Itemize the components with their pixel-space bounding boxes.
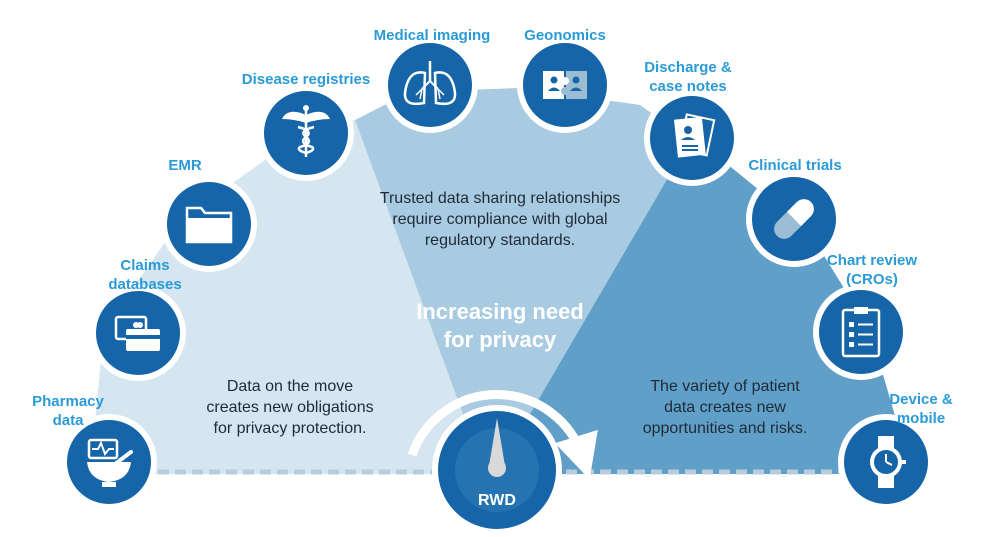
source-label-8: Chart review (CROs) bbox=[812, 251, 932, 289]
hub-label: RWD bbox=[478, 492, 516, 509]
source-label-4: Medical imaging bbox=[362, 26, 502, 45]
source-label-2: EMR bbox=[145, 156, 225, 175]
lungs-icon bbox=[403, 61, 457, 106]
panel-right-line1: The variety of patient bbox=[650, 378, 800, 395]
source-label-line: case notes bbox=[649, 78, 727, 95]
source-label-line: Geonomics bbox=[524, 27, 606, 44]
source-label-6: Discharge & case notes bbox=[618, 58, 758, 96]
source-label-5: Geonomics bbox=[505, 26, 625, 45]
source-node-1 bbox=[90, 285, 186, 381]
source-node-0 bbox=[61, 414, 157, 510]
folder-icon bbox=[185, 206, 233, 244]
panel-right bbox=[495, 140, 912, 474]
source-label-line: databases bbox=[108, 276, 182, 293]
source-label-3: Disease registries bbox=[236, 70, 376, 89]
source-node-2 bbox=[161, 176, 257, 272]
panel-top-line2: require compliance with global bbox=[392, 211, 608, 228]
caduceus-icon bbox=[282, 105, 330, 157]
source-label-line: Chart review bbox=[826, 252, 918, 269]
source-label-line: (CROs) bbox=[846, 271, 898, 288]
source-node-6 bbox=[644, 90, 740, 186]
panel-left-line2: creates new obligations bbox=[206, 399, 374, 416]
source-label-7: Clinical trials bbox=[725, 156, 865, 175]
panel-left-text: Data on the move creates new obligations… bbox=[160, 376, 420, 439]
center-title-line2: for privacy bbox=[443, 327, 557, 352]
source-label-1: Claims databases bbox=[95, 256, 195, 294]
source-label-line: Pharmacy bbox=[32, 393, 104, 410]
center-title-line1: Increasing need bbox=[416, 299, 584, 324]
panel-left-line3: for privacy protection. bbox=[213, 420, 367, 437]
panel-top bbox=[355, 88, 690, 474]
source-circle bbox=[382, 37, 478, 133]
panel-right-line2: data creates new bbox=[664, 399, 786, 416]
source-label-line: Medical imaging bbox=[373, 27, 491, 44]
source-label-line: EMR bbox=[168, 157, 202, 174]
credit-card-icon bbox=[114, 315, 160, 351]
watch-icon bbox=[870, 436, 906, 488]
documents-icon bbox=[673, 113, 716, 158]
source-label-0: Pharmacy data bbox=[18, 392, 118, 430]
panel-top-line1: Trusted data sharing relationships bbox=[379, 190, 621, 207]
hub-needle bbox=[489, 418, 505, 466]
panel-right-text: The variety of patient data creates new … bbox=[600, 376, 850, 439]
source-label-line: data bbox=[52, 412, 84, 429]
source-label-line: mobile bbox=[896, 410, 946, 427]
pill-icon bbox=[774, 199, 814, 239]
panel-left bbox=[90, 120, 485, 474]
source-label-line: Device & bbox=[889, 391, 953, 408]
source-label-line: Disease registries bbox=[241, 71, 371, 88]
source-label-9: Device & mobile bbox=[876, 390, 966, 428]
source-node-3 bbox=[258, 85, 354, 181]
source-node-4 bbox=[382, 37, 478, 133]
rotation-arrow bbox=[407, 390, 598, 480]
panel-top-text: Trusted data sharing relationships requi… bbox=[330, 188, 670, 251]
panel-top-line3: regulatory standards. bbox=[424, 232, 576, 249]
hub-needle-base bbox=[488, 459, 506, 477]
source-label-line: Discharge & bbox=[644, 59, 732, 76]
source-label-line: Clinical trials bbox=[748, 157, 842, 174]
source-node-8 bbox=[813, 284, 909, 380]
source-node-9 bbox=[838, 414, 934, 510]
panel-right-line3: opportunities and risks. bbox=[642, 420, 808, 437]
puzzle-icon bbox=[543, 71, 587, 99]
center-title: Increasing need for privacy bbox=[400, 298, 600, 354]
clipboard-icon bbox=[841, 307, 881, 358]
source-node-5 bbox=[517, 37, 613, 133]
source-label-line: Claims bbox=[120, 257, 170, 274]
source-node-7 bbox=[746, 171, 842, 267]
source-circle bbox=[813, 284, 909, 380]
panel-left-line1: Data on the move bbox=[226, 378, 354, 395]
pharmacy-mortar-icon bbox=[87, 438, 133, 487]
